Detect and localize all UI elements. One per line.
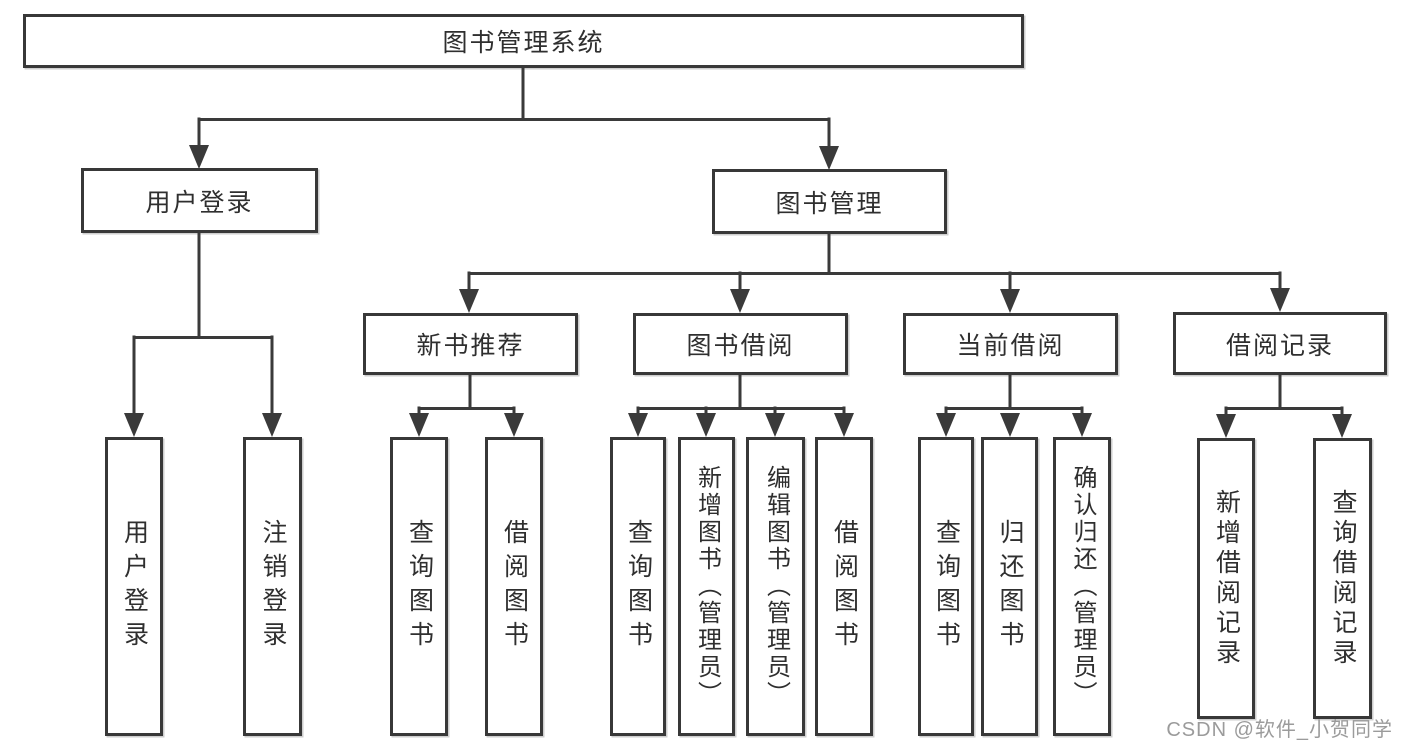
leaf-query-books-borrowing-label: 查询图书	[624, 518, 653, 655]
node-book-management-label: 图书管理	[775, 189, 884, 218]
leaf-edit-book-admin: 编辑图书（管理员）	[746, 437, 805, 736]
leaf-return-book: 归还图书	[981, 437, 1038, 736]
leaf-user-login-label: 用户登录	[120, 518, 149, 655]
leaf-logout-label: 注销登录	[259, 518, 287, 655]
leaf-confirm-return-admin-label: 确认归还（管理员）	[1069, 465, 1096, 708]
leaf-query-borrow-record: 查询借阅记录	[1313, 438, 1372, 719]
leaf-add-book-admin: 新增图书（管理员）	[678, 437, 735, 736]
node-user-login: 用户登录	[81, 168, 318, 233]
leaf-borrow-books-recommend: 借阅图书	[485, 437, 543, 736]
leaf-query-books-borrowing: 查询图书	[610, 437, 666, 736]
leaf-query-books-current-label: 查询图书	[932, 518, 961, 655]
node-user-login-label: 用户登录	[145, 188, 254, 217]
leaf-logout: 注销登录	[243, 437, 302, 736]
csdn-watermark: CSDN @软件_小贺同学	[1166, 719, 1393, 741]
leaf-borrow-books-recommend-label: 借阅图书	[500, 518, 529, 655]
leaf-query-books-recommend: 查询图书	[390, 437, 448, 736]
node-new-book-recommend: 新书推荐	[363, 313, 578, 375]
leaf-add-borrow-record: 新增借阅记录	[1197, 438, 1255, 719]
node-root-label: 图书管理系统	[442, 29, 605, 57]
node-borrowing-records-label: 借阅记录	[1225, 331, 1334, 360]
leaf-user-login: 用户登录	[105, 437, 163, 736]
leaf-borrow-books-borrowing-label: 借阅图书	[830, 518, 859, 655]
node-current-borrowing-label: 当前借阅	[956, 332, 1065, 360]
node-book-borrowing-label: 图书借阅	[686, 332, 795, 360]
leaf-edit-book-admin-label: 编辑图书（管理员）	[762, 465, 790, 708]
leaf-add-borrow-record-label: 新增借阅记录	[1212, 488, 1241, 669]
node-root: 图书管理系统	[23, 14, 1024, 68]
leaf-query-borrow-record-label: 查询借阅记录	[1329, 488, 1357, 669]
node-book-management: 图书管理	[712, 169, 947, 234]
leaf-borrow-books-borrowing: 借阅图书	[815, 437, 873, 736]
leaf-add-book-admin-label: 新增图书（管理员）	[693, 465, 721, 708]
node-current-borrowing: 当前借阅	[903, 313, 1118, 375]
leaf-query-books-current: 查询图书	[918, 437, 974, 736]
node-new-book-recommend-label: 新书推荐	[416, 332, 525, 360]
node-borrowing-records: 借阅记录	[1173, 312, 1387, 375]
leaf-confirm-return-admin: 确认归还（管理员）	[1053, 437, 1111, 736]
leaf-return-book-label: 归还图书	[996, 518, 1024, 655]
leaf-query-books-recommend-label: 查询图书	[405, 518, 434, 655]
arrowheads	[124, 145, 1352, 438]
node-book-borrowing: 图书借阅	[633, 313, 848, 375]
